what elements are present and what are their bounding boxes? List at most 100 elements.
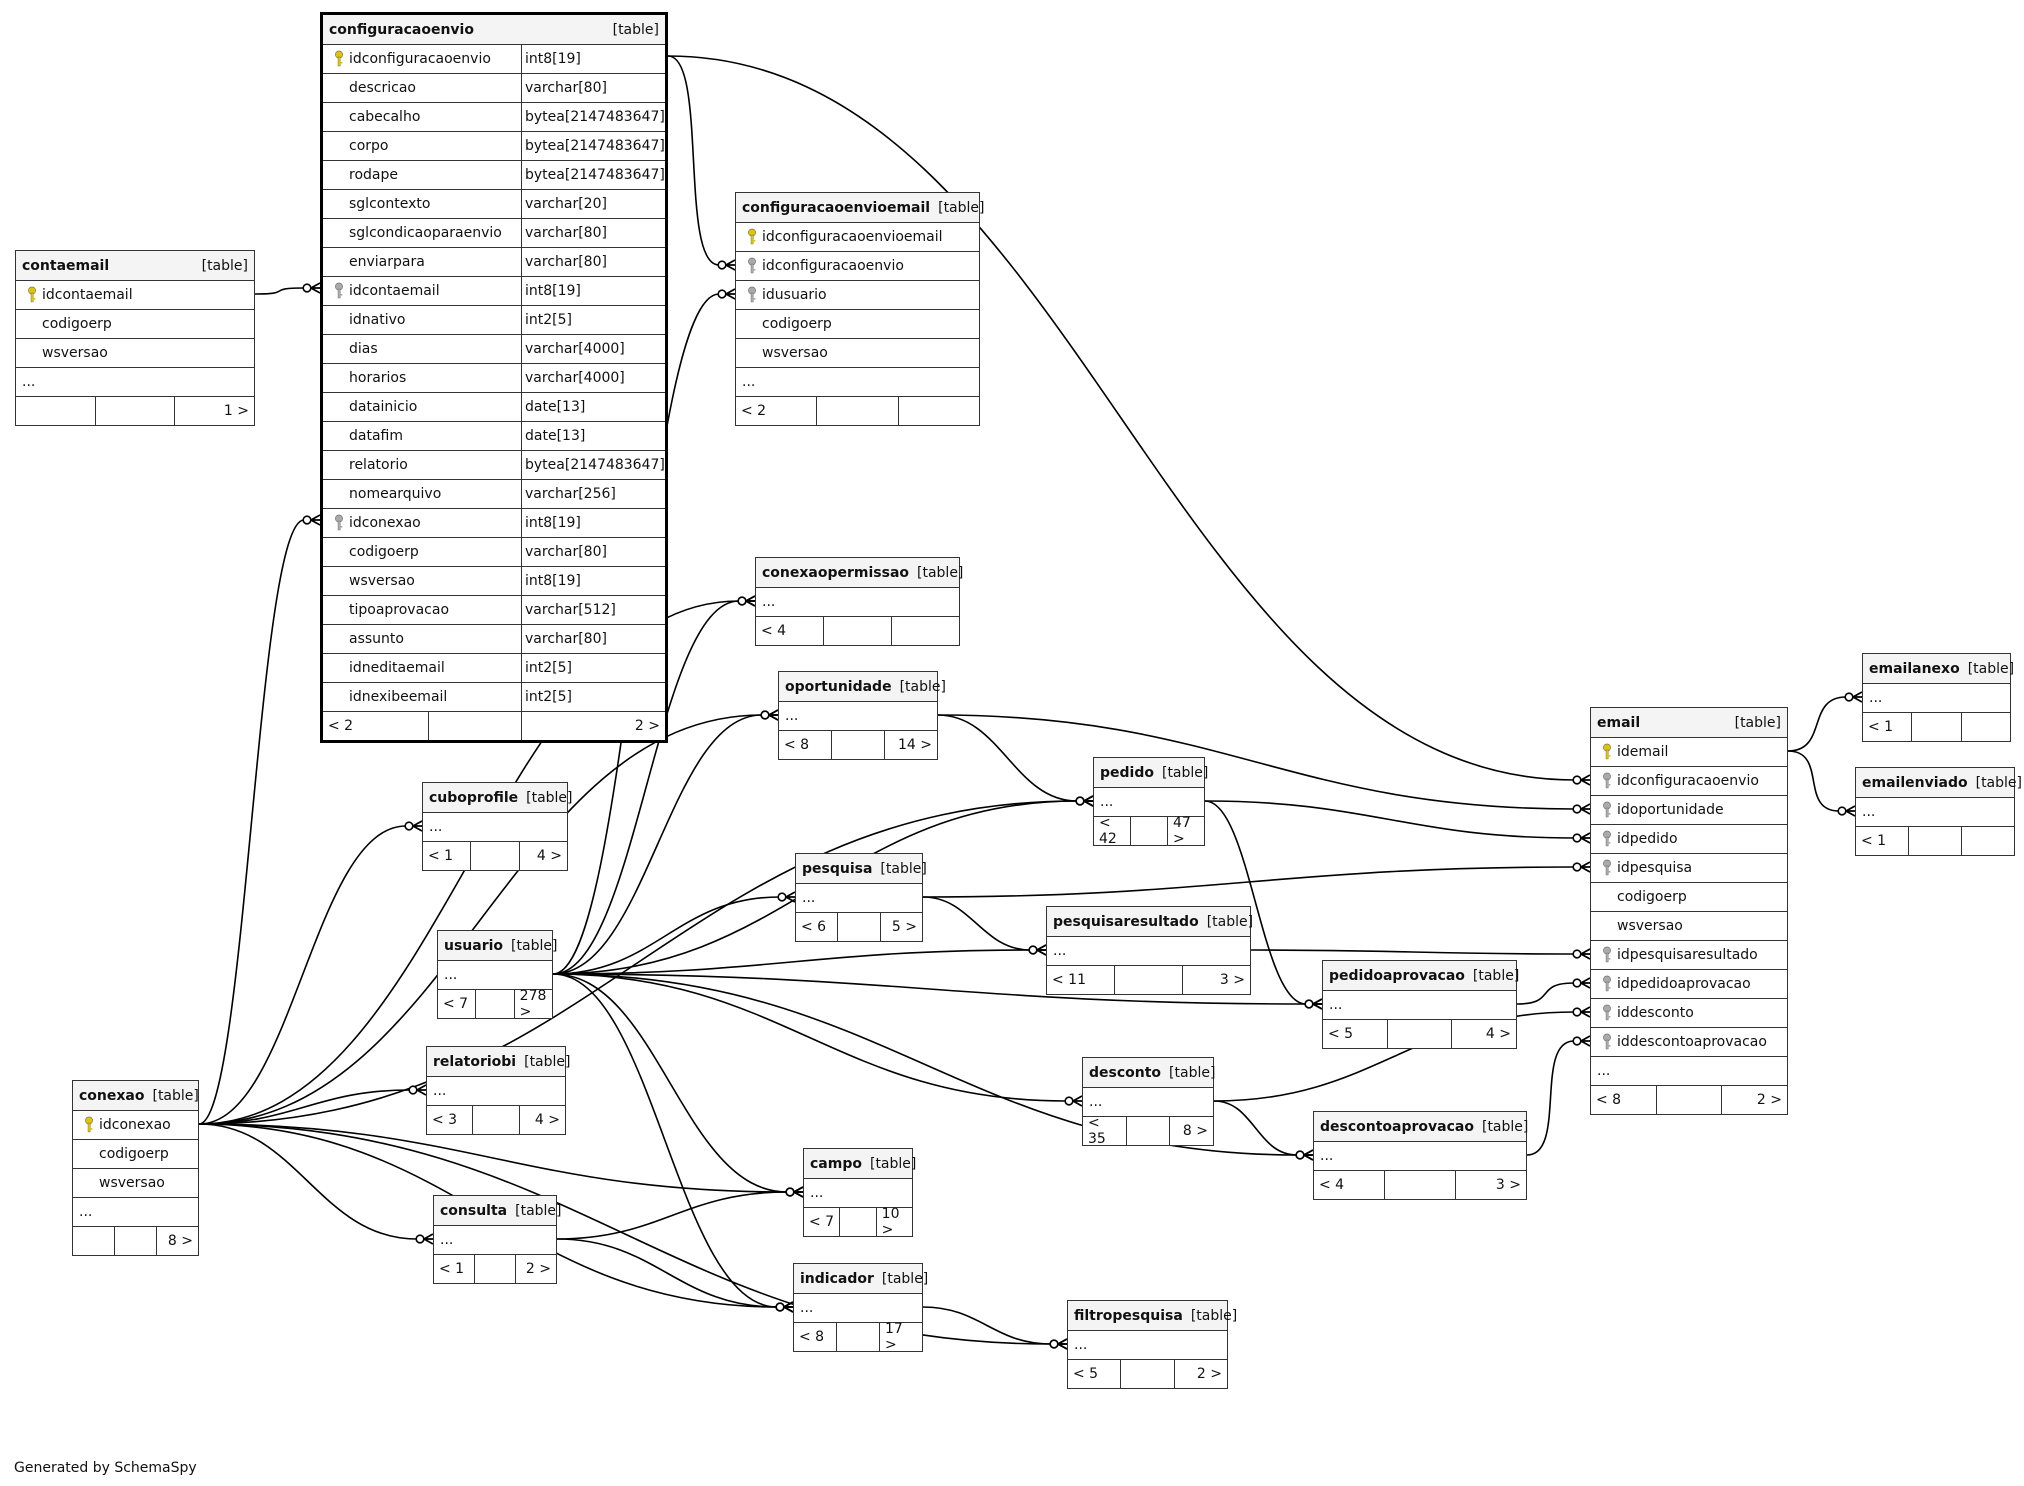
column-row[interactable]: idoportunidade bbox=[1591, 796, 1787, 825]
column-row[interactable]: codigoerp bbox=[736, 310, 979, 339]
column-row[interactable]: idpedidoaprovacao bbox=[1591, 970, 1787, 999]
column-cell: idpesquisa bbox=[1591, 854, 1787, 882]
column-row[interactable]: ... bbox=[427, 1077, 565, 1106]
column-row[interactable]: ... bbox=[434, 1226, 556, 1255]
column-row[interactable]: idpedido bbox=[1591, 825, 1787, 854]
column-row[interactable]: ... bbox=[1591, 1057, 1787, 1086]
column-cell: wsversao bbox=[73, 1169, 198, 1197]
column-row[interactable]: ... bbox=[438, 961, 552, 990]
column-row[interactable]: iddesconto bbox=[1591, 999, 1787, 1028]
column-row[interactable]: ... bbox=[1856, 798, 2014, 827]
column-row[interactable]: wsversao bbox=[1591, 912, 1787, 941]
column-row[interactable]: ... bbox=[1083, 1088, 1213, 1117]
column-row[interactable]: ... bbox=[804, 1179, 912, 1208]
column-row[interactable]: ... bbox=[1863, 684, 2010, 713]
column-row[interactable]: idpesquisaresultado bbox=[1591, 941, 1787, 970]
column-type: varchar[80] bbox=[521, 625, 665, 653]
optional-marker bbox=[1075, 796, 1085, 806]
column-row[interactable]: ... bbox=[794, 1294, 922, 1323]
column-row[interactable]: idcontaemail bbox=[16, 281, 254, 310]
column-row[interactable]: ... bbox=[756, 588, 959, 617]
column-row[interactable]: ... bbox=[1068, 1331, 1227, 1360]
column-cell: ... bbox=[1856, 798, 2014, 826]
column-row[interactable]: idconexao bbox=[73, 1111, 198, 1140]
column-row[interactable]: ... bbox=[73, 1198, 198, 1227]
column-row[interactable]: ... bbox=[1314, 1142, 1526, 1171]
column-row[interactable]: iddescontoaprovacao bbox=[1591, 1028, 1787, 1057]
column-row[interactable]: ... bbox=[779, 702, 937, 731]
column-name: wsversao bbox=[1617, 918, 1683, 934]
column-row[interactable]: ... bbox=[1047, 937, 1250, 966]
column-row[interactable]: codigoerp bbox=[1591, 883, 1787, 912]
column-row[interactable]: idconfiguracaoenvioemail bbox=[736, 223, 979, 252]
column-row[interactable]: wsversao bbox=[16, 339, 254, 368]
column-row[interactable]: wsversao bbox=[73, 1169, 198, 1198]
column-row[interactable]: ... bbox=[1323, 991, 1516, 1020]
column-row[interactable]: codigoerp bbox=[16, 310, 254, 339]
column-row[interactable]: ... bbox=[423, 813, 567, 842]
relationship-edge bbox=[254, 287, 310, 295]
relationship-edge bbox=[556, 1191, 793, 1240]
table-emailanexo[interactable]: emailanexo[table]...< 1 bbox=[1862, 653, 2014, 742]
column-row[interactable]: ... bbox=[736, 368, 979, 397]
table-emailenviado[interactable]: emailenviado[table]...< 1 bbox=[1855, 767, 2022, 856]
column-row[interactable]: idconfiguracaoenvio bbox=[1591, 767, 1787, 796]
table-conexaopermissao[interactable]: conexaopermissao[table]...< 4 bbox=[755, 557, 963, 646]
column-row[interactable]: wsversao bbox=[736, 339, 979, 368]
table-configuracaoenvio[interactable]: configuracaoenvio[table]idconfiguracaoen… bbox=[320, 12, 668, 743]
column-row[interactable]: ... bbox=[1094, 788, 1204, 817]
column-row[interactable]: ... bbox=[16, 368, 254, 397]
column-row[interactable]: idusuario bbox=[736, 281, 979, 310]
column-row[interactable]: idpesquisa bbox=[1591, 854, 1787, 883]
column-row[interactable]: idconfiguracaoenvio bbox=[736, 252, 979, 281]
column-name: idpesquisaresultado bbox=[1617, 947, 1758, 963]
table-name: conexao bbox=[79, 1087, 145, 1104]
table-header: indicador[table] bbox=[794, 1264, 928, 1294]
column-row[interactable]: idemail bbox=[1591, 738, 1787, 767]
column-row[interactable]: ... bbox=[796, 884, 922, 913]
table-configuracaoenvioemail[interactable]: configuracaoenvioemail[table]idconfigura… bbox=[735, 192, 985, 426]
column-row[interactable]: codigoerp bbox=[73, 1140, 198, 1169]
